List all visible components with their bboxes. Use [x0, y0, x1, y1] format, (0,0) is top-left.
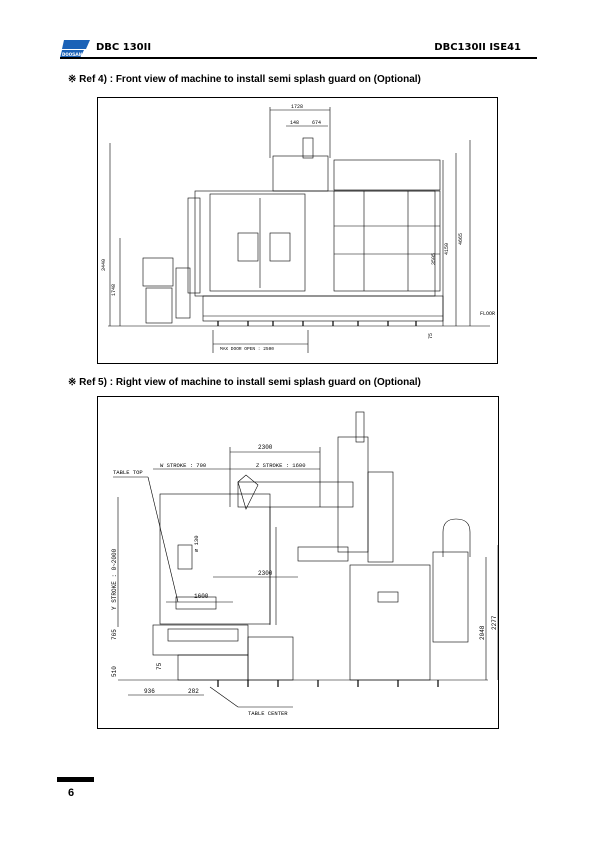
dim-base: 75: [428, 333, 434, 339]
dim-2277: 2277: [491, 615, 498, 630]
front-view-drawing: 1728 148 674 FLOOR: [97, 97, 498, 364]
table-top-label: TABLE TOP: [113, 469, 143, 476]
logo-text: DOOSAN: [62, 51, 82, 58]
floor-label: FLOOR: [480, 311, 495, 317]
dim-2300-mid: 2300: [258, 570, 273, 577]
caption-right-view: ※ Ref 5) : Right view of machine to inst…: [68, 377, 421, 388]
dim-height-right-b: 4150: [444, 243, 450, 255]
doosan-logo: DOOSAN: [60, 40, 90, 58]
dim-height-right-a: 3505: [431, 253, 437, 265]
dim-765: 765: [111, 629, 118, 640]
dim-height-left: 3440: [101, 259, 107, 271]
dim-936: 936: [144, 688, 155, 695]
dim-top-b: 674: [312, 120, 321, 126]
dim-top-total: 1728: [291, 104, 303, 110]
header-model-left: DBC 130II: [96, 42, 152, 53]
footer-bar: [57, 777, 94, 782]
dim-1600: 1600: [194, 593, 209, 600]
caption-front-view: ※ Ref 4) : Front view of machine to inst…: [68, 74, 421, 85]
header-model-right: DBC130II ISE41: [434, 42, 521, 53]
page-number: 6: [68, 787, 75, 799]
dim-height-right-c: 4665: [458, 233, 464, 245]
dim-282: 282: [188, 688, 199, 695]
y-stroke: Y STROKE : 0~2000: [111, 548, 118, 610]
dim-2300-top: 2300: [258, 444, 273, 451]
header-rule: [60, 57, 537, 59]
dim-height-left-low: 1748: [111, 284, 117, 296]
w-stroke: W STROKE : 700: [160, 462, 206, 469]
spindle-diameter: ∅ 130: [193, 535, 200, 552]
z-stroke: Z STROKE : 1600: [256, 462, 306, 469]
dim-top-a: 148: [290, 120, 299, 126]
table-center-label: TABLE CENTER: [248, 710, 288, 717]
right-view-drawing: 2300 W STROKE : 700 Z STROKE : 1600 TABL…: [97, 396, 499, 729]
dim-75: 75: [156, 662, 163, 670]
dim-2048: 2048: [479, 625, 486, 640]
door-label: MAX DOOR OPEN : 2500: [220, 346, 274, 352]
dim-510: 510: [111, 666, 118, 677]
